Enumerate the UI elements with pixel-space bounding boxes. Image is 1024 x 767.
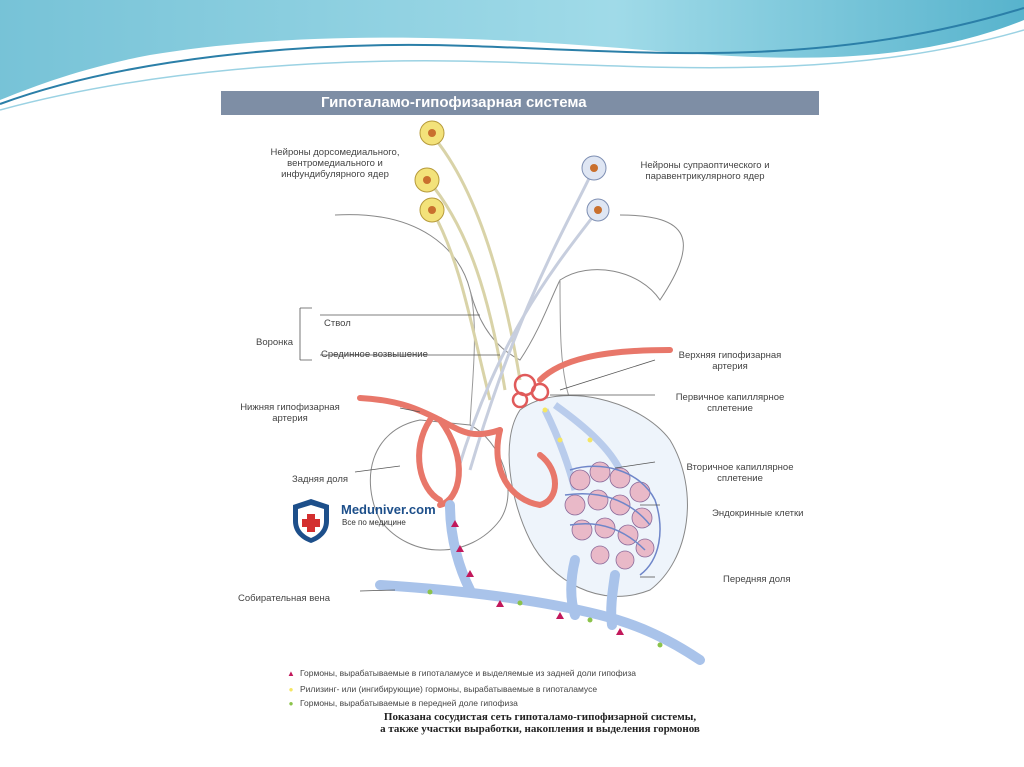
label-line: Нейроны супраоптического и bbox=[640, 160, 770, 171]
caption-line: Показана сосудистая сеть гипоталамо-гипо… bbox=[383, 711, 697, 723]
label-endocrine-cells: Эндокринные клетки bbox=[712, 508, 804, 519]
label-line: инфундибулярного ядер bbox=[281, 169, 389, 180]
legend-item-releasing-hormones: ● Рилизинг- или (ингибирующие) гормоны, в… bbox=[286, 684, 597, 694]
triangle-marker-icon: ▲ bbox=[287, 669, 295, 678]
label-collecting-vein: Собирательная вена bbox=[238, 593, 331, 604]
label-anterior-lobe: Передняя доля bbox=[723, 574, 791, 585]
label-supraoptic-neurons: Нейроны супраоптического и паравентрикул… bbox=[615, 160, 795, 182]
arteries bbox=[357, 347, 673, 509]
label-line: Вторичное капиллярное bbox=[686, 462, 794, 473]
posterior-lobe-outline bbox=[369, 419, 509, 551]
brain-outline bbox=[334, 214, 684, 361]
label-dorsomedial-neurons: Нейроны дорсомедиального, вентромедиальн… bbox=[250, 147, 420, 180]
hormone-markers bbox=[427, 407, 663, 648]
label-line: Первичное капиллярное bbox=[675, 392, 785, 403]
label-line: Нейроны дорсомедиального, bbox=[270, 147, 400, 158]
logo-tagline: Все по медицине bbox=[342, 518, 406, 527]
leader-lines bbox=[299, 307, 660, 592]
secondary-capillary-plexus bbox=[564, 465, 661, 576]
legend-item-posterior-hormones: ▲ Гормоны, вырабатываемые в гипоталамусе … bbox=[286, 668, 636, 678]
meduniver-shield-logo bbox=[293, 499, 329, 543]
label-primary-plexus: Первичное капиллярное сплетение bbox=[655, 392, 805, 414]
label-line: артерия bbox=[272, 413, 308, 424]
label-posterior-lobe: Задняя доля bbox=[292, 474, 349, 485]
label-line: артерия bbox=[712, 361, 748, 372]
axons bbox=[426, 134, 600, 471]
legend-text: Гормоны, вырабатываемые в гипоталамусе и… bbox=[300, 668, 637, 678]
label-lower-artery: Нижняя гипофизарная артерия bbox=[225, 402, 355, 424]
label-line: сплетение bbox=[707, 403, 753, 414]
label-line: Нижняя гипофизарная bbox=[240, 402, 340, 413]
legend-text: Гормоны, вырабатываемые в передней доле … bbox=[300, 698, 518, 708]
label-upper-artery: Верхняя гипофизарная артерия bbox=[660, 350, 800, 372]
diagram-title: Гипоталамо-гипофизарная система bbox=[321, 94, 587, 111]
supraoptic-neurons-blue bbox=[581, 155, 610, 222]
caption-line: а также участки выработки, накопления и … bbox=[380, 723, 700, 735]
label-line: Верхняя гипофизарная bbox=[678, 350, 782, 361]
label-secondary-plexus: Вторичное капиллярное сплетение bbox=[665, 462, 815, 484]
label-stvol: Ствол bbox=[324, 318, 351, 329]
legend-text: Рилизинг- или (ингибирующие) гормоны, вы… bbox=[300, 684, 598, 694]
label-line: вентромедиального и bbox=[287, 158, 383, 169]
diagram-title-bar: Гипоталамо-гипофизарная система bbox=[221, 91, 819, 115]
dot-marker-icon: ● bbox=[288, 699, 294, 708]
label-line: паравентрикулярного ядер bbox=[645, 171, 765, 182]
label-line: сплетение bbox=[717, 473, 763, 484]
hypothalamic-neurons-yellow bbox=[414, 120, 445, 223]
label-median-eminence: Срединное возвышение bbox=[321, 349, 428, 360]
logo-name: Meduniver.com bbox=[341, 502, 436, 517]
legend-item-anterior-hormones: ● Гормоны, вырабатываемые в передней доле… bbox=[286, 698, 518, 708]
veins bbox=[375, 500, 705, 665]
primary-capillary-plexus bbox=[511, 373, 550, 409]
dot-marker-icon: ● bbox=[288, 685, 294, 694]
figure-caption: Показана сосудистая сеть гипоталамо-гипо… bbox=[350, 711, 730, 735]
infundibulum-outline bbox=[469, 279, 571, 431]
label-voronka: Воронка bbox=[256, 337, 294, 348]
header-wave-decoration bbox=[0, 0, 1024, 111]
endocrine-cell-cluster bbox=[564, 461, 655, 570]
